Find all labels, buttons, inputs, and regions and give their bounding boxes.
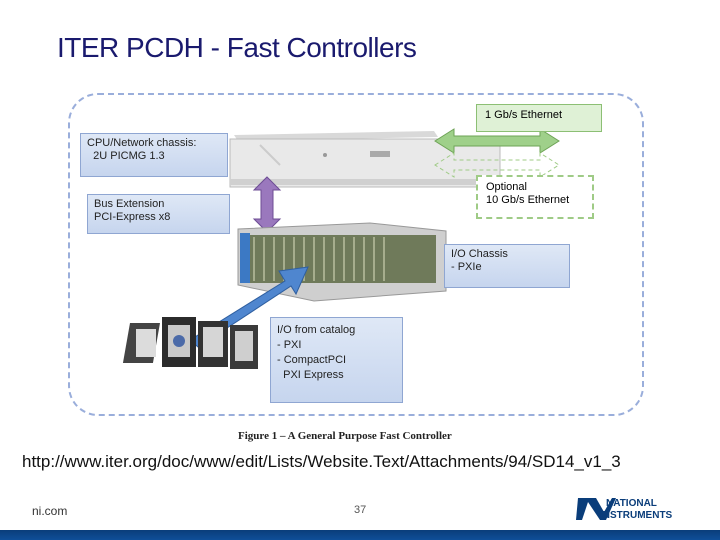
io-chassis-line: - PXIe bbox=[451, 261, 482, 273]
io-catalog-callout: I/O from catalog - PXI - CompactPCI PXI … bbox=[270, 317, 403, 403]
ethernet-1g-callout: 1 Gb/s Ethernet bbox=[476, 104, 602, 132]
ni-eagle-icon: NATIONAL INSTRUMENTS bbox=[576, 498, 673, 521]
slide-title: ITER PCDH - Fast Controllers bbox=[57, 32, 417, 63]
cpu-chassis-graphic bbox=[229, 131, 501, 188]
io-modules-graphic bbox=[122, 317, 258, 369]
source-url-link[interactable]: http://www.iter.org/doc/www/edit/Lists/W… bbox=[22, 452, 621, 471]
bottom-bar bbox=[0, 530, 720, 540]
cpu-callout-line: CPU/Network chassis: bbox=[87, 137, 197, 149]
ethernet-1g-arrow bbox=[434, 128, 560, 154]
io-catalog-line: - CompactPCI bbox=[277, 354, 347, 366]
figure-frame bbox=[68, 93, 644, 416]
logo-line-1: NATIONAL bbox=[606, 498, 657, 509]
bus-callout-line: PCI-Express x8 bbox=[94, 211, 171, 223]
ethernet-10g-line: Optional bbox=[486, 181, 527, 193]
page-number: 37 bbox=[354, 504, 367, 516]
io-chassis-line: I/O Chassis bbox=[451, 248, 508, 260]
ethernet-10g-arrow bbox=[434, 152, 560, 178]
hardware-illustration bbox=[122, 128, 560, 369]
logo-line-2: INSTRUMENTS bbox=[600, 510, 673, 521]
footer-site: ni.com bbox=[32, 504, 68, 518]
bus-extension-callout: Bus Extension PCI-Express x8 bbox=[87, 194, 230, 234]
io-chassis-callout: I/O Chassis - PXIe bbox=[444, 244, 570, 288]
ethernet-10g-callout: Optional 10 Gb/s Ethernet bbox=[476, 175, 594, 219]
io-catalog-line: I/O from catalog bbox=[277, 324, 356, 336]
national-instruments-logo: NATIONAL INSTRUMENTS bbox=[576, 492, 688, 526]
io-catalog-line: - PXI bbox=[277, 339, 302, 351]
cpu-chassis-callout: CPU/Network chassis: 2U PICMG 1.3 bbox=[80, 133, 228, 177]
figure-caption: Figure 1 – A General Purpose Fast Contro… bbox=[238, 430, 452, 442]
bus-callout-line: Bus Extension bbox=[94, 198, 165, 210]
io-catalog-line: PXI Express bbox=[277, 369, 344, 381]
ethernet-10g-line: 10 Gb/s Ethernet bbox=[486, 194, 570, 206]
io-chassis-graphic bbox=[237, 222, 447, 302]
cpu-callout-line: 2U PICMG 1.3 bbox=[87, 150, 165, 162]
